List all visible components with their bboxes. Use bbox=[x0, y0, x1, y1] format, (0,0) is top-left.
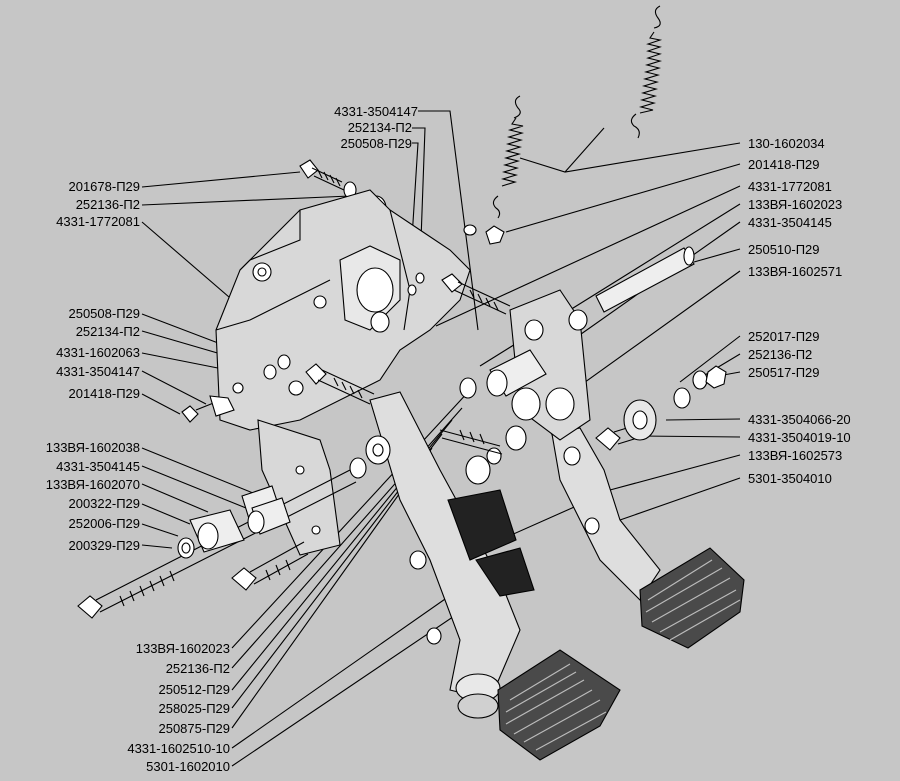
callout-label-left: 250508-П29 bbox=[340, 136, 412, 151]
lower-mount-plate bbox=[257, 419, 341, 556]
pedal-shaft-long bbox=[595, 246, 695, 313]
callout-label-left: 201678-П29 bbox=[68, 179, 140, 194]
callout-label-right: 201418-П29 bbox=[748, 157, 820, 172]
callout-label-right: 4331-3504019-10 bbox=[748, 430, 851, 445]
callout-label-left: 4331-1602510-10 bbox=[127, 741, 230, 756]
clutch-pedal-lever bbox=[365, 391, 521, 719]
callout-label-right: 133ВЯ-1602571 bbox=[748, 264, 843, 279]
callout-label-left: 252136-П2 bbox=[165, 661, 230, 676]
callout-label-left: 133ВЯ-1602070 bbox=[45, 477, 140, 492]
callout-label-right: 4331-1772081 bbox=[748, 179, 832, 194]
callout-label-right: 133ВЯ-1602023 bbox=[748, 197, 843, 212]
callout-label-right: 133ВЯ-1602573 bbox=[748, 448, 843, 463]
callout-label-left: 250875-П29 bbox=[158, 721, 230, 736]
callout-label-left: 133ВЯ-1602038 bbox=[45, 440, 140, 455]
callout-label-left: 258025-П29 bbox=[158, 701, 230, 716]
clutch-push-rod bbox=[439, 425, 527, 455]
callout-label-left: 4331-3504145 bbox=[56, 459, 140, 474]
return-spring-long bbox=[630, 5, 663, 139]
callout-label-right: 252017-П29 bbox=[748, 329, 820, 344]
callout-label-left: 4331-1602063 bbox=[56, 345, 140, 360]
callout-label-right: 130-1602034 bbox=[748, 136, 825, 151]
callout-label-right: 250517-П29 bbox=[748, 365, 820, 380]
brake-pedal-lever bbox=[551, 427, 661, 601]
callout-label-left: 4331-3504147 bbox=[334, 104, 418, 119]
callout-label-left: 133ВЯ-1602023 bbox=[135, 641, 230, 656]
callout-label-left: 5301-1602010 bbox=[146, 759, 230, 774]
callout-label-left: 252006-П29 bbox=[68, 516, 140, 531]
callout-label-right: 4331-3504066-20 bbox=[748, 412, 851, 427]
callout-label-left: 200322-П29 bbox=[68, 496, 140, 511]
callout-label-right: 252136-П2 bbox=[748, 347, 813, 362]
callout-label-left: 252134-П2 bbox=[347, 120, 412, 135]
callout-label-left: 4331-1772081 bbox=[56, 214, 140, 229]
callout-label-left: 252134-П2 bbox=[75, 324, 140, 339]
brake-pedal-pad bbox=[639, 547, 745, 649]
callout-label-left: 250512-П29 bbox=[158, 682, 230, 697]
pedal-shaft-bushing bbox=[459, 349, 547, 421]
pedal-bracket-plate bbox=[215, 189, 471, 431]
callout-label-left: 252136-П2 bbox=[75, 197, 140, 212]
callout-label-left: 250508-П29 bbox=[68, 306, 140, 321]
callout-label-right: 5301-3504010 bbox=[748, 471, 832, 486]
bolt-200329 bbox=[231, 541, 309, 591]
washers-and-nuts bbox=[177, 224, 727, 559]
bolt-4331-1772081 bbox=[441, 273, 511, 315]
return-spring-short bbox=[492, 95, 525, 219]
callout-label-left: 200329-П29 bbox=[68, 538, 140, 553]
callout-label-right: 250510-П29 bbox=[748, 242, 820, 257]
callout-label-left: 4331-3504147 bbox=[56, 364, 140, 379]
clutch-pedal-pad bbox=[497, 649, 621, 761]
rubber-boot bbox=[447, 489, 535, 597]
bolt-4331-3504147 bbox=[305, 363, 375, 405]
callout-label-right: 4331-3504145 bbox=[748, 215, 832, 230]
callout-label-left: 201418-П29 bbox=[68, 386, 140, 401]
